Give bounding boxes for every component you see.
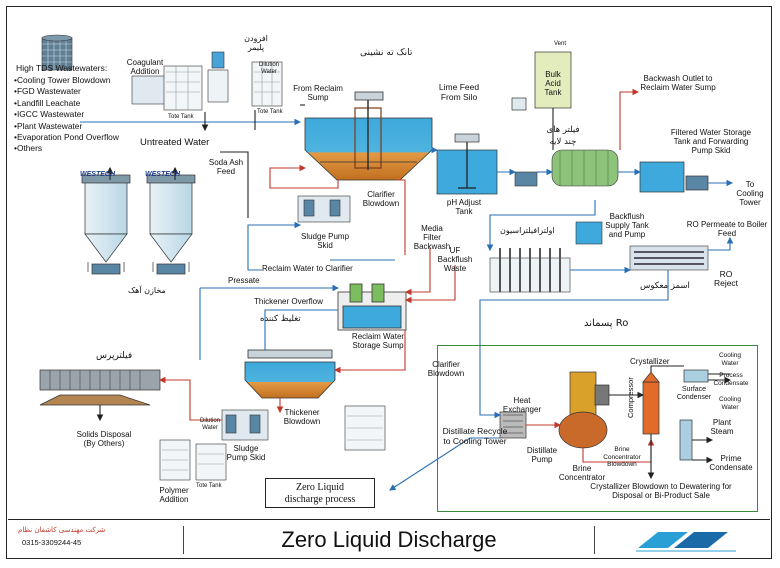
label-dilution-water-2: Dilution Water xyxy=(199,418,220,431)
label-ph-adjust: pH Adjust Tank xyxy=(446,198,482,216)
label-dilution-water-1: Dilution Water xyxy=(258,62,279,75)
label-tote-tank-2: Tote Tank xyxy=(257,109,283,115)
label-reclaim-sump: Reclaim Water Storage Sump xyxy=(351,332,405,350)
diagram-frame xyxy=(6,6,772,559)
label-ro-fa: اسمز معکوس xyxy=(640,281,690,291)
filtered-water-tank xyxy=(639,161,709,193)
label-vent: Vent xyxy=(554,41,567,47)
source-item: Others xyxy=(14,143,119,154)
label-untreated-water: Untreated Water xyxy=(140,137,210,148)
wastewater-source-list: Cooling Tower Blowdown FGD Wastewater La… xyxy=(14,75,119,155)
sludge-pump-skid-2 xyxy=(159,405,386,481)
label-crystallizer-blowdown: Crystallizer Blowdown to Dewatering for … xyxy=(590,482,732,500)
sources-heading: High TDS Wastewaters: xyxy=(16,63,108,73)
label-brine-concentrator: Brine Concentrator xyxy=(558,464,606,482)
source-item: Landfill Leachate xyxy=(14,98,119,109)
bulk-acid-tank xyxy=(511,51,572,111)
ultrafiltration-skid xyxy=(489,221,603,293)
company-name: شرکت مهندسی کاشفان نظام xyxy=(18,526,106,534)
label-crystallizer: Crystallizer xyxy=(630,357,670,366)
label-compressor: Compressor xyxy=(626,377,635,418)
label-pressate: Pressate xyxy=(228,276,260,285)
label-distillate-recycle: Distillate Recycle to Cooling Tower xyxy=(442,426,508,446)
label-surface-condenser: Surface Condenser xyxy=(676,386,712,401)
label-backwash-outlet: Backwash Outlet to Reclaim Water Sump xyxy=(640,74,716,92)
label-multimedia-fa: فیلتر های چند لایه xyxy=(546,125,580,147)
label-solids-disposal: Solids Disposal (By Others) xyxy=(76,430,132,448)
label-distillate-pump: Distillate Pump xyxy=(526,446,558,464)
label-plant-steam: Plant Steam xyxy=(710,418,734,436)
label-coagulant: Coagulant Addition xyxy=(126,58,164,76)
brand-logo-2: WESTECH xyxy=(145,171,180,178)
label-from-reclaim: From Reclaim Sump xyxy=(293,84,343,102)
cooling-tower-icon xyxy=(41,34,73,71)
drawing-title: Zero Liquid Discharge xyxy=(183,526,595,554)
label-to-cooling-tower: To Cooling Tower xyxy=(736,180,764,207)
label-sludge-pump-skid-2: Sludge Pump Skid xyxy=(226,444,266,462)
label-process-condensate: Process Condensate xyxy=(713,372,749,387)
label-media-filter-backwash: Media Filter Backwash xyxy=(413,224,451,251)
multimedia-filters xyxy=(514,149,619,187)
label-cooling-water-2: Cooling Water xyxy=(718,396,742,411)
label-polymer-fa: افزودن پلیمر xyxy=(244,34,268,52)
crystallizer xyxy=(642,369,709,461)
label-tote-tank-3: Tote Tank xyxy=(196,483,222,489)
ro-skid xyxy=(629,245,709,271)
label-uf-backflush-waste: UF Backflush Waste xyxy=(437,246,473,273)
label-thickener-fa: تغلیظ کننده xyxy=(260,314,301,324)
label-tote-tank-1: Tote Tank xyxy=(168,114,194,120)
label-settling-tank-fa: تانک ته نشینی xyxy=(360,48,413,58)
label-prime-condensate: Prime Condensate xyxy=(709,454,753,472)
company-logo-icon xyxy=(636,532,736,552)
title-block: شرکت مهندسی کاشفان نظام 0315-3309244-45 … xyxy=(8,519,770,560)
label-reclaim-to-clarifier: Reclaim Water to Clarifier xyxy=(262,264,353,273)
label-silos-fa: مخازن آهک xyxy=(128,286,166,295)
label-soda-ash: Soda Ash Feed xyxy=(208,158,244,176)
label-heat-exchanger: Heat Exchanger xyxy=(502,396,542,414)
label-filter-press-fa: فیلترپرس xyxy=(96,351,133,361)
source-item: Plant Wastewater xyxy=(14,121,119,132)
ph-adjust-tank xyxy=(436,133,498,195)
label-uf-fa: اولترافیلتراسیون xyxy=(500,226,555,235)
label-polymer-addition: Polymer Addition xyxy=(159,486,189,504)
coagulant-skid xyxy=(131,51,283,111)
label-filtered-water: Filtered Water Storage Tank and Forwardi… xyxy=(670,128,752,155)
label-clarifier-blowdown-2: Clarifier Blowdown xyxy=(427,360,465,378)
sludge-pump-skid-1 xyxy=(297,195,351,223)
label-backflush: Backflush Supply Tank and Pump xyxy=(605,212,649,239)
zld-evaporation-region xyxy=(437,345,758,512)
label-bulk-acid: Bulk Acid Tank xyxy=(544,70,562,97)
label-brine-conc-blowdown: Brine Concentrator Blowdown xyxy=(603,446,641,468)
label-sludge-pump-skid-1: Sludge Pump Skid xyxy=(300,232,350,250)
label-lime-feed: Lime Feed From Silo xyxy=(438,82,480,102)
label-cooling-water-1: Cooling Water xyxy=(718,352,742,367)
label-thickener-blowdown: Thickener Blowdown xyxy=(283,408,321,426)
label-thickener-overflow: Thickener Overflow xyxy=(254,297,323,306)
source-item: Evaporation Pond Overflow xyxy=(14,132,119,143)
source-item: Cooling Tower Blowdown xyxy=(14,75,119,86)
thickener-tank xyxy=(244,349,336,399)
label-clarifier-blowdown-1: Clarifier Blowdown xyxy=(362,190,400,208)
filter-press xyxy=(39,369,161,406)
label-ro-residue-fa: پسماند Ro xyxy=(584,318,629,329)
label-ro-permeate: RO Permeate to Boiler Feed xyxy=(686,220,768,238)
brine-concentrator xyxy=(499,371,610,449)
zld-caption-line1: Zero Liquid xyxy=(295,482,345,493)
company-phone: 0315-3309244-45 xyxy=(22,538,82,547)
label-ro-reject: RO Reject xyxy=(713,269,739,288)
clarifier-tank xyxy=(304,91,433,181)
zld-caption-line2: discharge process xyxy=(284,494,356,505)
zld-process-caption: Zero Liquid discharge process xyxy=(265,478,375,508)
lime-silos xyxy=(81,174,196,275)
source-item: FGD Wastewater xyxy=(14,86,119,97)
reclaim-sump xyxy=(337,283,407,331)
brand-logo-1: WESTECH xyxy=(80,171,115,178)
source-item: IGCC Wastewater xyxy=(14,109,119,120)
